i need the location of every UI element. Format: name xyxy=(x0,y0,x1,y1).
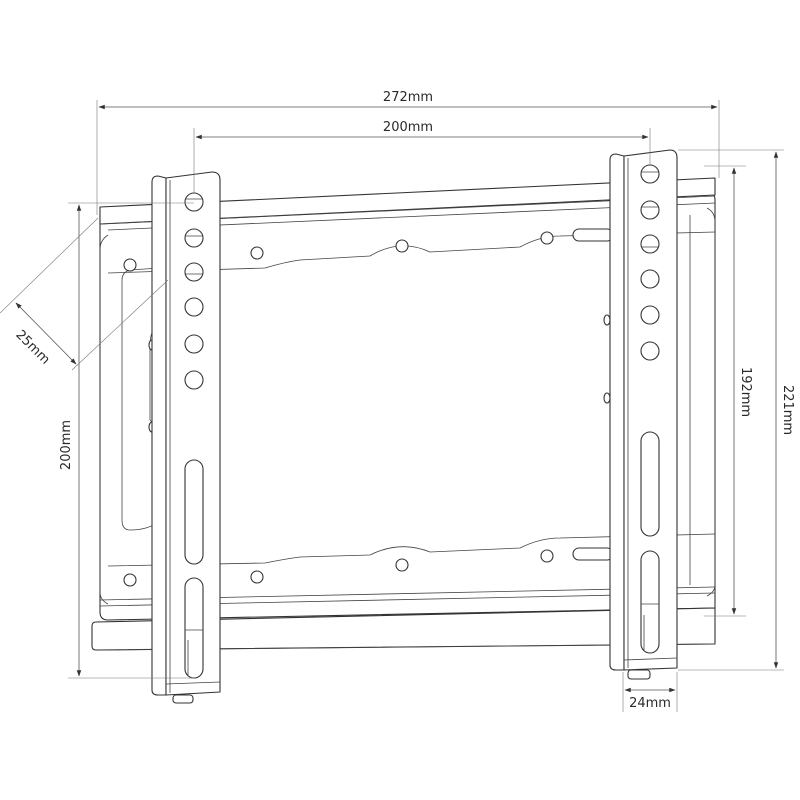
label-221mm: 221mm xyxy=(780,385,795,435)
dimension-overall-height: 221mm xyxy=(678,149,795,671)
label-25mm: 25mm xyxy=(12,327,52,367)
wall-plate xyxy=(91,177,716,651)
dimension-vesa-vertical: 200mm xyxy=(59,202,194,679)
right-arm-lower-slot xyxy=(640,550,660,654)
plate-holes xyxy=(123,228,614,587)
left-arm-upper-slot xyxy=(184,459,204,565)
label-200mm-horizontal: 200mm xyxy=(383,120,433,135)
label-200mm-vertical: 200mm xyxy=(59,420,74,470)
dimension-arm-width: 24mm xyxy=(622,672,678,712)
dimension-vesa-horizontal: 200mm xyxy=(193,120,651,193)
dimension-plate-height: 192mm xyxy=(704,165,753,617)
label-272mm: 272mm xyxy=(383,90,433,105)
dimension-overall-width: 272mm xyxy=(96,90,720,215)
left-mounting-arm xyxy=(151,171,221,704)
right-mounting-arm xyxy=(609,149,678,680)
right-arm-upper-slot xyxy=(640,431,660,537)
label-192mm: 192mm xyxy=(738,367,753,417)
left-arm-holes xyxy=(184,192,204,390)
right-arm-holes xyxy=(640,164,660,361)
label-24mm: 24mm xyxy=(629,696,671,711)
